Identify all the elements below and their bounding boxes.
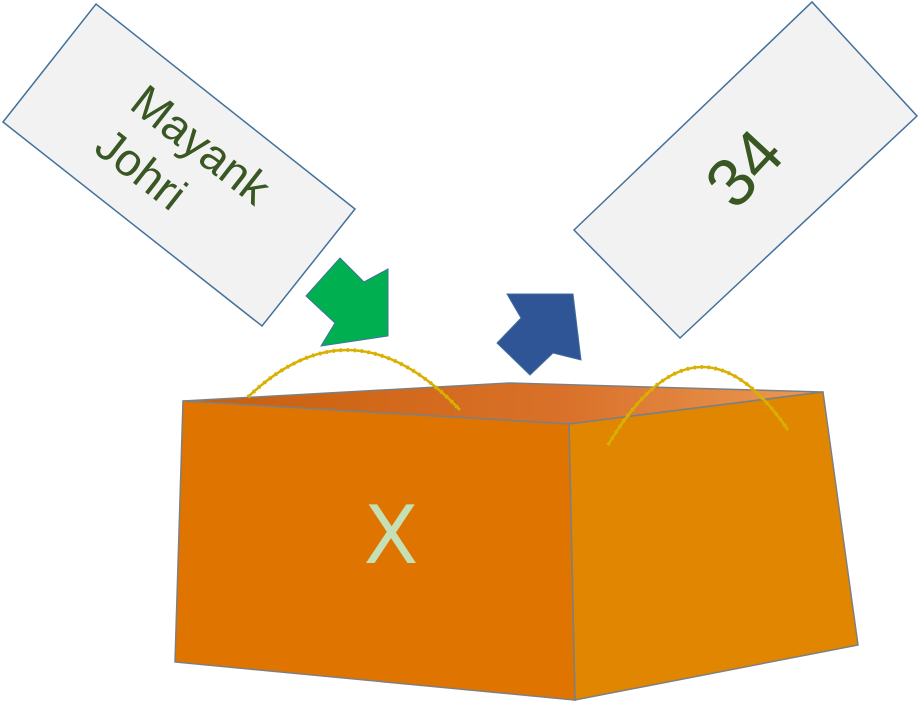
output-arrow-icon [496, 293, 582, 376]
box-front-face [174, 400, 576, 701]
output-value-card: 34 [572, 0, 919, 340]
output-card-shape [572, 0, 919, 340]
box-label: X [364, 489, 419, 582]
right-handle [606, 365, 790, 447]
input-name-card: Mayank Johri [1, 2, 357, 328]
input-arrow-icon [305, 257, 389, 347]
input-card-shape [1, 2, 357, 328]
box: X [174, 382, 859, 701]
left-handle [246, 348, 462, 412]
